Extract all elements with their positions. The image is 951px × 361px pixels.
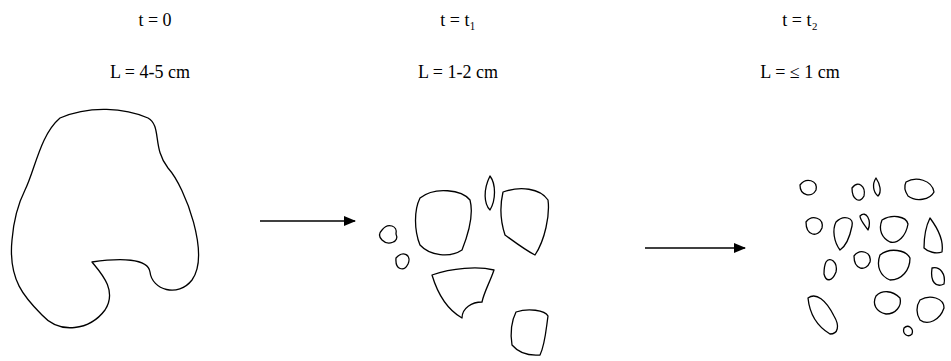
- time-label: t = t₂: [782, 10, 817, 32]
- size-label: L = 1-2 cm: [418, 62, 498, 84]
- arrow: [645, 247, 745, 248]
- size-label: L = ≤ 1 cm: [760, 62, 839, 84]
- large-lump: [11, 109, 198, 327]
- medium-fragments: [379, 176, 548, 355]
- arrow: [260, 220, 355, 221]
- time-label: t = t₁: [440, 10, 475, 32]
- time-label: t = 0: [138, 10, 171, 32]
- small-fragments: [800, 178, 944, 336]
- size-label: L = 4-5 cm: [110, 62, 190, 84]
